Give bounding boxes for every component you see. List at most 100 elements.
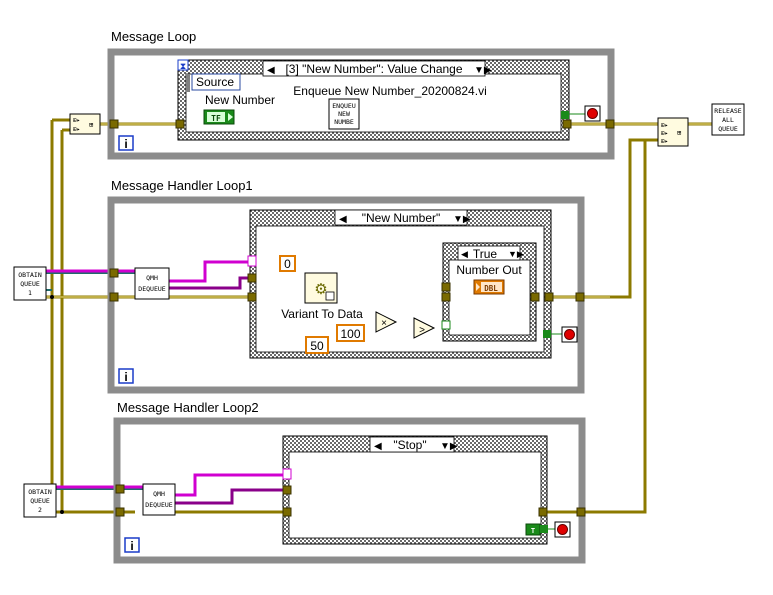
event-selector-label: [3] "New Number": Value Change	[285, 62, 462, 76]
event-selector[interactable]	[262, 60, 486, 77]
const-zero[interactable]	[279, 255, 296, 272]
variant-to-data-label: Variant To Data	[281, 307, 363, 321]
enqueue-subvi-label: Enqueue New Number_20200824.vi	[293, 84, 486, 98]
tunnel	[562, 119, 572, 129]
svg-text:⊞▸: ⊞▸	[661, 122, 668, 129]
timeout-hourglass-icon	[177, 59, 189, 71]
svg-text:×: ×	[381, 318, 387, 329]
obtain-queue-1-node[interactable]	[13, 266, 47, 301]
release-all-queue-node[interactable]	[711, 103, 745, 136]
svg-text:1: 1	[28, 289, 32, 297]
build-array-node-left[interactable]: ⊞▸ ⊞▸ ⊞	[69, 113, 101, 135]
svg-text:⧗: ⧗	[180, 62, 186, 72]
svg-text:NUMBE: NUMBE	[334, 118, 354, 126]
svg-text:QUEUE: QUEUE	[718, 125, 738, 133]
svg-text:RELEASE: RELEASE	[714, 107, 741, 115]
svg-text:i: i	[124, 137, 127, 151]
svg-text:⊞: ⊞	[677, 129, 682, 137]
tunnel	[109, 292, 119, 302]
tunnel	[282, 485, 292, 495]
svg-text:T: T	[531, 527, 535, 535]
svg-text:◀: ◀	[267, 65, 275, 76]
svg-text:"Stop": "Stop"	[393, 438, 426, 452]
svg-text:◀: ◀	[339, 214, 347, 225]
case-selector-new-number[interactable]	[334, 209, 468, 226]
svg-text:◀: ◀	[374, 441, 382, 452]
refnum-wires	[46, 272, 143, 490]
svg-text:100: 100	[340, 327, 360, 341]
svg-text:⊞: ⊞	[89, 121, 94, 129]
greater-than-node[interactable]	[413, 317, 436, 339]
build-array-node-right[interactable]: ⊞▸ ⊞▸ ⊞▸ ⊞	[657, 117, 689, 147]
tunnel	[175, 119, 185, 129]
multiply-node[interactable]	[375, 311, 398, 333]
svg-text:ENQUEU: ENQUEU	[332, 102, 356, 110]
number-out-label: Number Out	[456, 263, 522, 277]
tunnel	[605, 119, 615, 129]
tunnel	[115, 484, 125, 494]
tunnel	[115, 507, 125, 517]
svg-text:True: True	[473, 247, 498, 261]
stop-button-icon[interactable]	[554, 521, 571, 538]
tunnel	[109, 268, 119, 278]
enqueue-subvi[interactable]	[328, 98, 360, 130]
svg-text:⊞▸: ⊞▸	[73, 117, 80, 124]
svg-text:"New Number": "New Number"	[362, 211, 441, 225]
obtain-queue-2-node[interactable]	[23, 483, 57, 518]
svg-text:QMH: QMH	[146, 274, 158, 282]
new-number-label: New Number	[205, 93, 275, 107]
svg-text:DEQUEUE: DEQUEUE	[138, 285, 165, 293]
svg-text:0: 0	[284, 257, 291, 271]
tunnel	[282, 507, 292, 517]
case-selector-terminal	[282, 468, 292, 480]
case-selector-terminal	[441, 320, 451, 330]
handler1-label: Message Handler Loop1	[111, 178, 253, 193]
tunnel	[575, 292, 585, 302]
svg-text:◀: ◀	[461, 249, 468, 259]
tunnel	[441, 282, 451, 292]
svg-text:OBTAIN: OBTAIN	[28, 488, 52, 496]
const-50[interactable]	[305, 336, 329, 354]
inner-case-selector[interactable]	[457, 245, 521, 261]
svg-text:▼▶: ▼▶	[508, 249, 524, 259]
case-selector-terminal	[247, 255, 257, 267]
svg-text:DBL: DBL	[484, 284, 498, 293]
tunnel	[530, 292, 540, 302]
event-data-node	[191, 73, 241, 91]
svg-text:>: >	[419, 325, 425, 336]
svg-text:QMH: QMH	[153, 490, 165, 498]
tunnel	[544, 292, 554, 302]
stop-button-icon[interactable]	[561, 326, 578, 343]
svg-text:ALL: ALL	[722, 116, 734, 124]
svg-text:▼▶: ▼▶	[440, 441, 458, 452]
svg-text:QUEUE: QUEUE	[30, 497, 50, 505]
stop-button-icon[interactable]	[584, 105, 601, 122]
svg-text:50: 50	[310, 339, 324, 353]
message-loop-frame	[107, 48, 615, 160]
tunnel	[247, 273, 257, 283]
svg-text:i: i	[130, 539, 133, 553]
tunnel	[441, 292, 451, 302]
svg-text:i: i	[124, 370, 127, 384]
tunnel	[576, 507, 586, 517]
svg-text:2: 2	[38, 506, 42, 514]
handler2-iteration-icon	[124, 537, 140, 553]
variant-to-data-icon: ⚙	[314, 281, 327, 298]
svg-text:▼▶: ▼▶	[474, 65, 492, 76]
svg-text:NEW: NEW	[338, 110, 350, 118]
const-100[interactable]	[336, 324, 365, 342]
handler2-label: Message Handler Loop2	[117, 400, 259, 415]
qmh-dequeue-node-2[interactable]	[142, 483, 176, 516]
tunnel	[538, 507, 548, 517]
handler1-iteration-icon	[118, 368, 134, 384]
case-selector-stop[interactable]	[369, 436, 455, 453]
cluster-wires	[46, 260, 288, 505]
svg-text:TF: TF	[211, 114, 221, 123]
svg-text:⊞▸: ⊞▸	[661, 130, 668, 137]
qmh-dequeue-node-1[interactable]	[134, 267, 170, 300]
tunnel	[247, 292, 257, 302]
svg-text:QUEUE: QUEUE	[20, 280, 40, 288]
svg-text:⊞▸: ⊞▸	[661, 138, 668, 145]
svg-text:⊞▸: ⊞▸	[73, 126, 80, 133]
